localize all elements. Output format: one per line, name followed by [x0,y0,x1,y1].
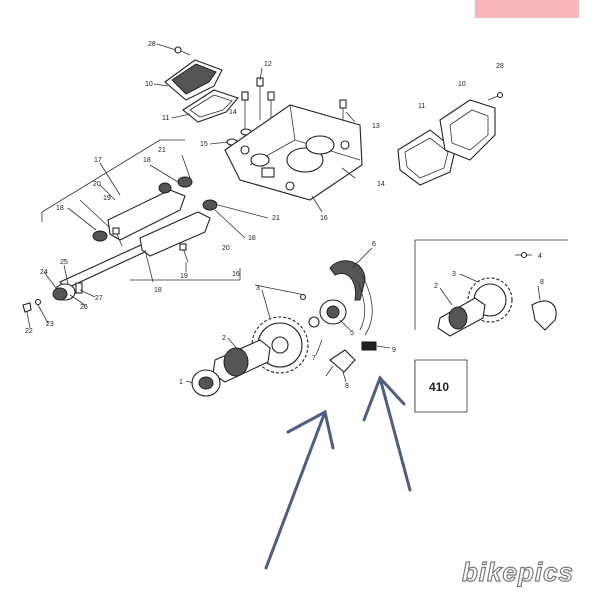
callout-16-rocker: 16 [232,271,240,278]
callout-22: 22 [25,328,33,335]
valve-cover-left-top [171,63,217,95]
valve-cover-group [164,46,347,146]
callout-21-a: 21 [158,147,166,154]
callout-13: 13 [372,123,380,130]
inset-callout-4: 4 [538,253,542,260]
side-cover-group [397,91,504,186]
bikepics-watermark: bikepics [461,556,574,587]
callout-14-bolt: 14 [229,109,237,116]
arrow-left-shaft [264,410,327,570]
rocker-arm-group [22,139,241,313]
callout-2: 2 [222,335,226,342]
pink-header-bar [475,0,579,18]
side-cover [439,99,496,161]
callout-21-b: 21 [272,215,280,222]
inset-callout-3: 3 [452,271,456,278]
callout-20-b: 20 [222,245,230,252]
callout-14-head: 14 [377,181,385,188]
callout-23: 23 [46,321,54,328]
callout-15: 15 [200,141,208,148]
leader-lines [26,43,541,384]
callout-28-right: 28 [496,63,504,70]
callout-20-a: 20 [93,181,101,188]
callout-10-right: 10 [458,81,466,88]
callout-24: 24 [40,269,48,276]
callout-19-a: 19 [103,195,111,202]
callout-6: 6 [372,241,376,248]
callout-11-right: 11 [418,103,425,110]
callout-7: 7 [312,355,316,362]
callout-25: 25 [60,259,68,266]
callout-12: 12 [264,61,272,68]
callout-9: 9 [392,347,396,354]
arrow-right-shaft [378,376,412,492]
callout-3: 3 [256,285,260,292]
panel-label-410: 410 [429,380,449,394]
cylinder-head [224,104,363,201]
callout-18-a: 18 [143,157,151,164]
callout-18-c: 18 [248,235,256,242]
inset-panel [414,239,568,413]
callout-18-b: 18 [56,205,64,212]
arrow-left-head [286,409,335,450]
inset-callout-2: 2 [434,283,438,290]
callout-5: 5 [350,330,354,337]
callout-8: 8 [345,383,349,390]
callout-1: 1 [179,379,183,386]
callout-16-head: 16 [320,215,328,222]
callout-18-d: 18 [154,287,162,294]
callout-labels: 28 10 11 12 14 15 13 14 16 11 10 28 17 1… [25,41,544,394]
callout-10-left: 10 [145,81,153,88]
camshaft-group [191,260,377,397]
callout-26: 26 [80,304,88,311]
callout-17: 17 [94,157,102,164]
callout-28-top: 28 [148,41,156,48]
callout-19-b: 19 [180,273,188,280]
arrow-right-head [362,375,406,422]
inset-callout-8: 8 [540,279,544,286]
annotation-arrows [264,375,412,570]
callout-27: 27 [95,295,103,302]
callout-11-left: 11 [162,115,169,122]
